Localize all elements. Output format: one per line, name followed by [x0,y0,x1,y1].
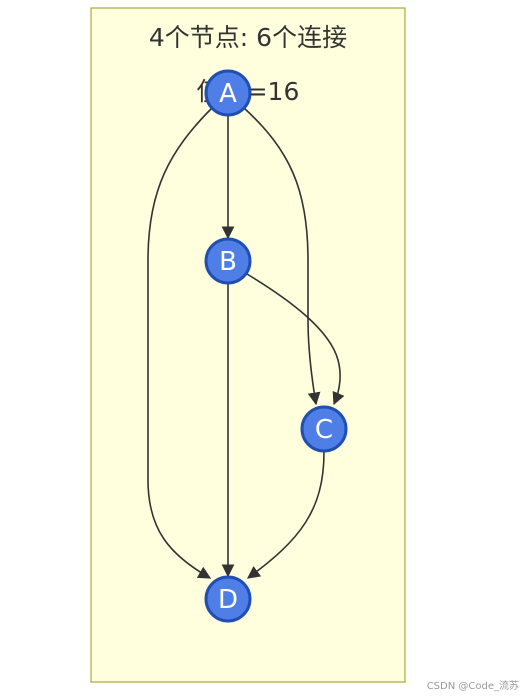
edge-b-c [246,273,345,406]
node-a-label: A [219,79,237,109]
watermark-text: CSDN @Code_流苏 [426,681,519,692]
node-d-label: D [218,585,238,615]
node-b[interactable]: B [204,237,252,285]
node-a-circle [204,69,252,117]
node-c-circle [300,405,348,453]
node-a[interactable]: A [204,69,252,117]
edge-a-c [243,107,321,406]
node-c-label: C [315,415,333,445]
node-d[interactable]: D [204,575,252,623]
edge-a-d [147,107,213,579]
node-d-circle [204,575,252,623]
edges [147,107,345,579]
cluster-title: 4个节点: 6个连接 [149,23,347,52]
cluster-box [90,7,406,683]
node-b-label: B [219,247,237,277]
node-c[interactable]: C [300,405,348,453]
edge-c-d [246,451,325,579]
node-b-circle [204,237,252,285]
